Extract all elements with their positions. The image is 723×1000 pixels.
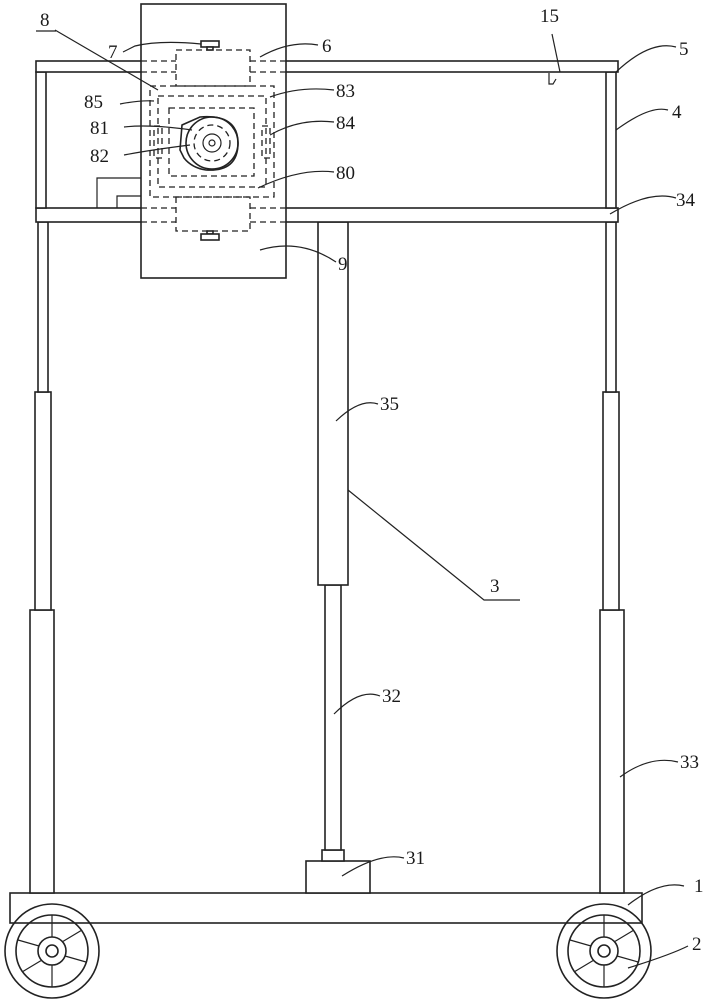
label-15: 15 bbox=[540, 6, 559, 27]
label-35: 35 bbox=[380, 394, 399, 415]
left-telescopic-leg bbox=[29, 221, 55, 894]
right-telescopic-leg bbox=[599, 221, 625, 894]
label-31: 31 bbox=[406, 848, 425, 869]
mounting-plate bbox=[140, 3, 287, 279]
label-4: 4 bbox=[672, 102, 682, 123]
label-3: 3 bbox=[490, 576, 500, 597]
label-82: 82 bbox=[90, 146, 109, 167]
label-85: 85 bbox=[84, 92, 103, 113]
wheel-left bbox=[4, 903, 100, 999]
label-9: 9 bbox=[338, 254, 348, 275]
label-32: 32 bbox=[382, 686, 401, 707]
label-8: 8 bbox=[40, 10, 50, 31]
upper-frame bbox=[35, 60, 619, 223]
label-83: 83 bbox=[336, 81, 355, 102]
leader-lines bbox=[36, 29, 689, 969]
label-2: 2 bbox=[692, 934, 702, 955]
label-7: 7 bbox=[108, 42, 118, 63]
label-5: 5 bbox=[679, 39, 689, 60]
sensor-15 bbox=[548, 73, 557, 85]
cable bbox=[96, 177, 150, 208]
wheel-right bbox=[556, 903, 652, 999]
label-81: 81 bbox=[90, 118, 109, 139]
label-34: 34 bbox=[676, 190, 696, 211]
label-33: 33 bbox=[680, 752, 699, 773]
base-frame bbox=[9, 892, 643, 924]
lifting-cylinder bbox=[305, 221, 371, 894]
label-6: 6 bbox=[322, 36, 332, 57]
reference-labels: 8 7 6 15 5 4 34 85 83 81 84 82 80 9 35 3… bbox=[40, 6, 704, 955]
label-80: 80 bbox=[336, 163, 355, 184]
label-84: 84 bbox=[336, 113, 356, 134]
label-1: 1 bbox=[694, 876, 704, 897]
